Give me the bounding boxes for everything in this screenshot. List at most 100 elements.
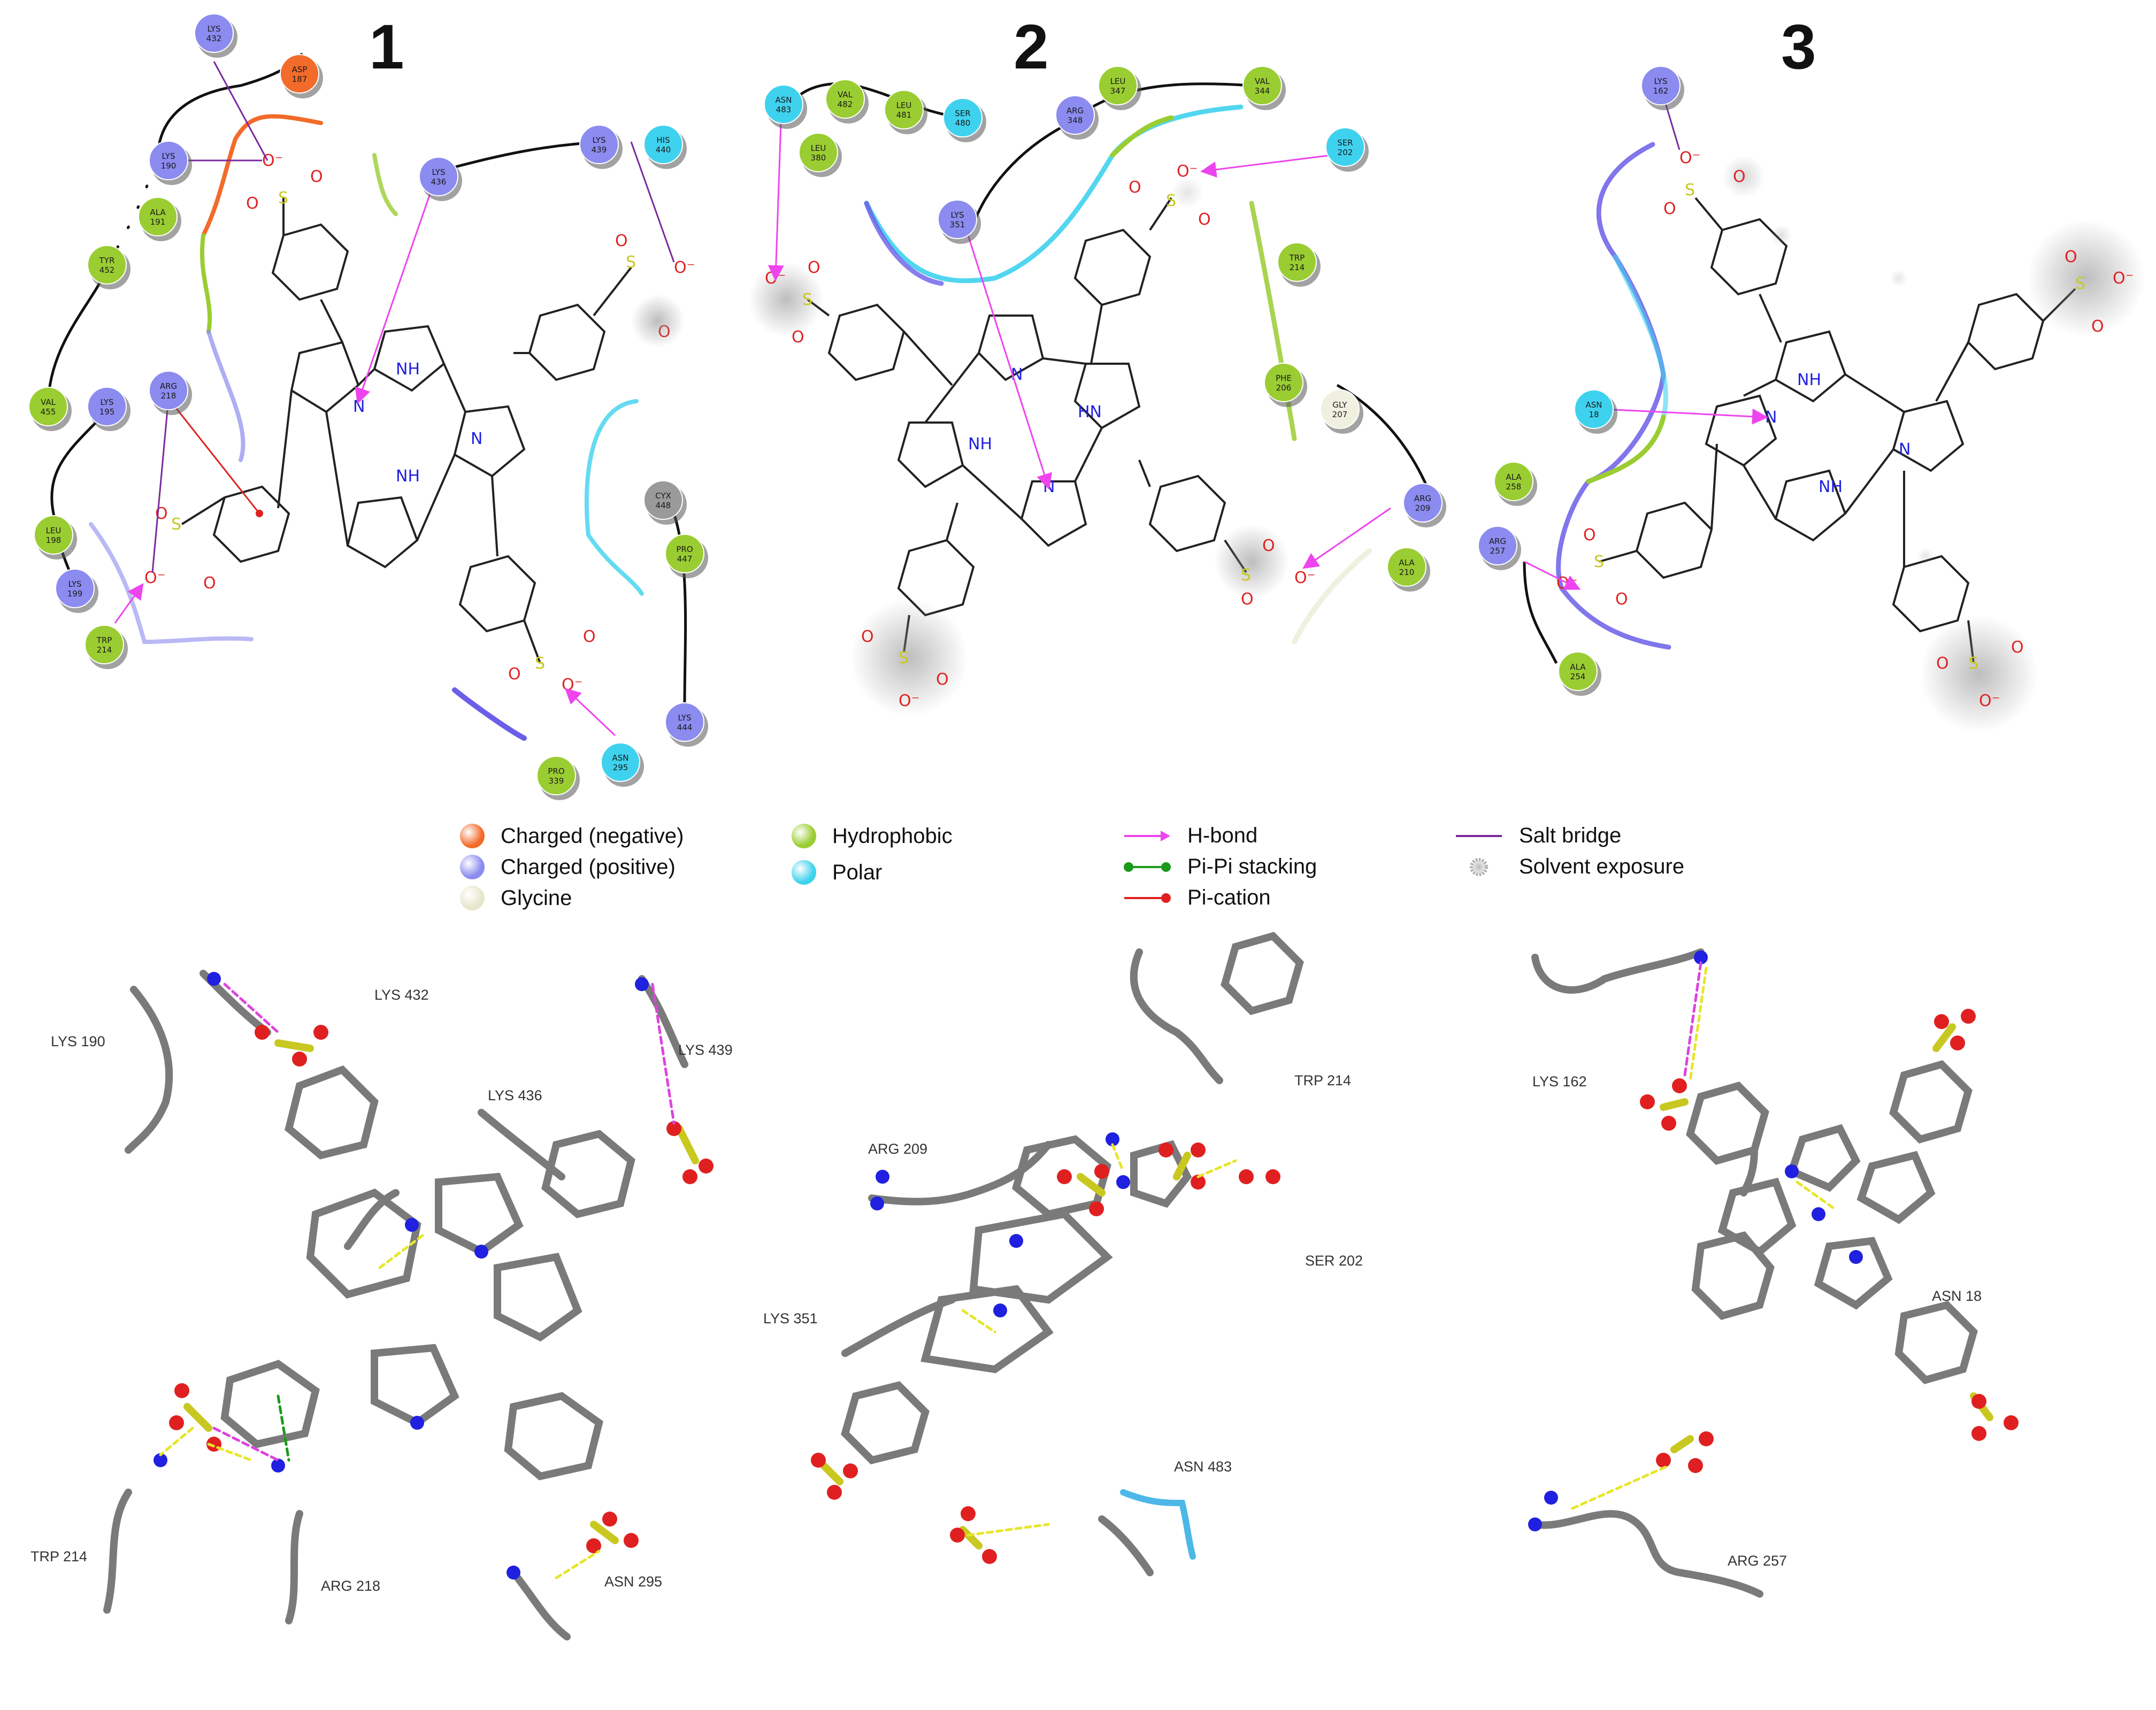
residue-name: LYS bbox=[592, 135, 605, 145]
panel-3-2d: S S S S O⁻ O O O⁻ O O O⁻ O O O O O⁻ NH N… bbox=[1523, 96, 2145, 733]
sulfur-atom: S bbox=[899, 649, 909, 668]
label-3d-lys-351: LYS 351 bbox=[763, 1310, 818, 1326]
oxygen-atom: O bbox=[861, 627, 874, 646]
residue-markers: LYS432ASP187LYS190ALA191TYR452VAL455LYS1… bbox=[28, 13, 1684, 800]
residue-name: HIS bbox=[656, 135, 670, 145]
oxygen-atom: O bbox=[615, 232, 628, 250]
stick-model-1 bbox=[103, 970, 713, 1640]
oxygen-atom: O bbox=[203, 574, 216, 593]
label-3d-ser-202: SER 202 bbox=[1305, 1253, 1363, 1269]
oxygen-atom: O⁻ bbox=[1979, 692, 2000, 710]
residue-name: ARG bbox=[1067, 106, 1084, 116]
oxygen-atom: O bbox=[792, 328, 804, 347]
residue-number: 210 bbox=[1399, 568, 1415, 577]
residue-name: CYX bbox=[655, 491, 671, 501]
legend-label: Charged (positive) bbox=[501, 855, 676, 879]
sulfur-atom: S bbox=[278, 189, 288, 208]
residue-name: ASN bbox=[775, 95, 792, 105]
oxygen-atom: O bbox=[2011, 638, 2024, 657]
legend-label: Pi-Pi stacking bbox=[1187, 855, 1317, 878]
residue-name: ASP bbox=[292, 65, 308, 74]
residue-number: 444 bbox=[677, 723, 693, 732]
legend-item-charged-negative: Charged (negative) bbox=[460, 824, 684, 848]
pi-cation-icon bbox=[1124, 893, 1171, 903]
legend-label: Pi-cation bbox=[1187, 886, 1271, 909]
residue-name: GLY bbox=[1332, 400, 1347, 410]
residue-number: 199 bbox=[67, 589, 83, 599]
legend-item-h-bond: H-bond bbox=[1123, 824, 1257, 848]
residue-number: 214 bbox=[1290, 263, 1305, 272]
stick-model-2 bbox=[811, 932, 1304, 1576]
residue-number: 380 bbox=[811, 153, 826, 163]
sulfur-atom: S bbox=[535, 654, 545, 673]
label-3d-arg-209: ARG 209 bbox=[868, 1141, 928, 1157]
residue-number: 202 bbox=[1338, 148, 1353, 157]
residue-number: 447 bbox=[677, 554, 693, 564]
residue-number: 351 bbox=[950, 220, 965, 229]
oxygen-atom: O⁻ bbox=[1294, 569, 1315, 587]
residue-number: 198 bbox=[46, 535, 62, 545]
salt-bridge-icon bbox=[1456, 834, 1502, 837]
panel-number-2: 2 bbox=[1014, 12, 1049, 82]
oxygen-atom: O⁻ bbox=[1177, 162, 1198, 181]
residue-name: LYS bbox=[100, 397, 113, 407]
residue-number: 344 bbox=[1255, 86, 1270, 96]
label-3d-lys-190: LYS 190 bbox=[51, 1033, 105, 1049]
label-3d-trp-214: TRP 214 bbox=[30, 1548, 88, 1565]
oxygen-atom: O bbox=[583, 627, 596, 646]
legend-label: Glycine bbox=[501, 886, 572, 910]
residue-name: LYS bbox=[432, 167, 445, 177]
residue-name: LEU bbox=[896, 101, 912, 110]
residue-name: LYS bbox=[1654, 76, 1667, 86]
legend-label: H-bond bbox=[1187, 824, 1258, 847]
residue-name: ASN bbox=[1585, 400, 1602, 410]
h-bond-arrow-icon bbox=[1124, 830, 1170, 841]
residue-number: 162 bbox=[1653, 86, 1669, 96]
oxygen-atom: O⁻ bbox=[674, 258, 695, 277]
residue-number: 480 bbox=[955, 118, 971, 128]
pi-pi-icon bbox=[1124, 862, 1171, 872]
label-3d-lys-432: LYS 432 bbox=[374, 987, 429, 1003]
oxygen-atom: O bbox=[310, 167, 323, 186]
label-3d-asn-18: ASN 18 bbox=[1932, 1288, 1982, 1304]
sulfur-atom: S bbox=[1594, 553, 1604, 571]
legend-item-salt-bridge: Salt bridge bbox=[1455, 824, 1621, 848]
legend-label: Solvent exposure bbox=[1519, 855, 1685, 878]
label-3d-asn-295: ASN 295 bbox=[604, 1574, 663, 1590]
residue-name: LEU bbox=[46, 526, 62, 535]
legend-label: Salt bridge bbox=[1519, 824, 1622, 847]
legend-swatch bbox=[792, 860, 816, 885]
residue-number: 207 bbox=[1332, 410, 1348, 419]
legend-label: Charged (negative) bbox=[501, 824, 684, 848]
residue-name: ARG bbox=[160, 381, 177, 391]
residue-name: SER bbox=[955, 109, 970, 118]
label-3d-arg-257: ARG 257 bbox=[1728, 1553, 1787, 1569]
residue-name: SER bbox=[1337, 138, 1353, 148]
oxygen-atom: O bbox=[1129, 178, 1141, 197]
residue-number: 347 bbox=[1110, 86, 1126, 96]
residue-number: 18 bbox=[1589, 410, 1599, 419]
panel-2-2d: S S S S O⁻ O O O⁻ O O O⁻ O O O O⁻ O N HN… bbox=[749, 82, 1435, 717]
oxygen-atom: O bbox=[1733, 167, 1746, 186]
panel-1-2d: S S S S O⁻ O O O⁻ O O O⁻ O O O⁻ O O NH N… bbox=[47, 52, 695, 741]
